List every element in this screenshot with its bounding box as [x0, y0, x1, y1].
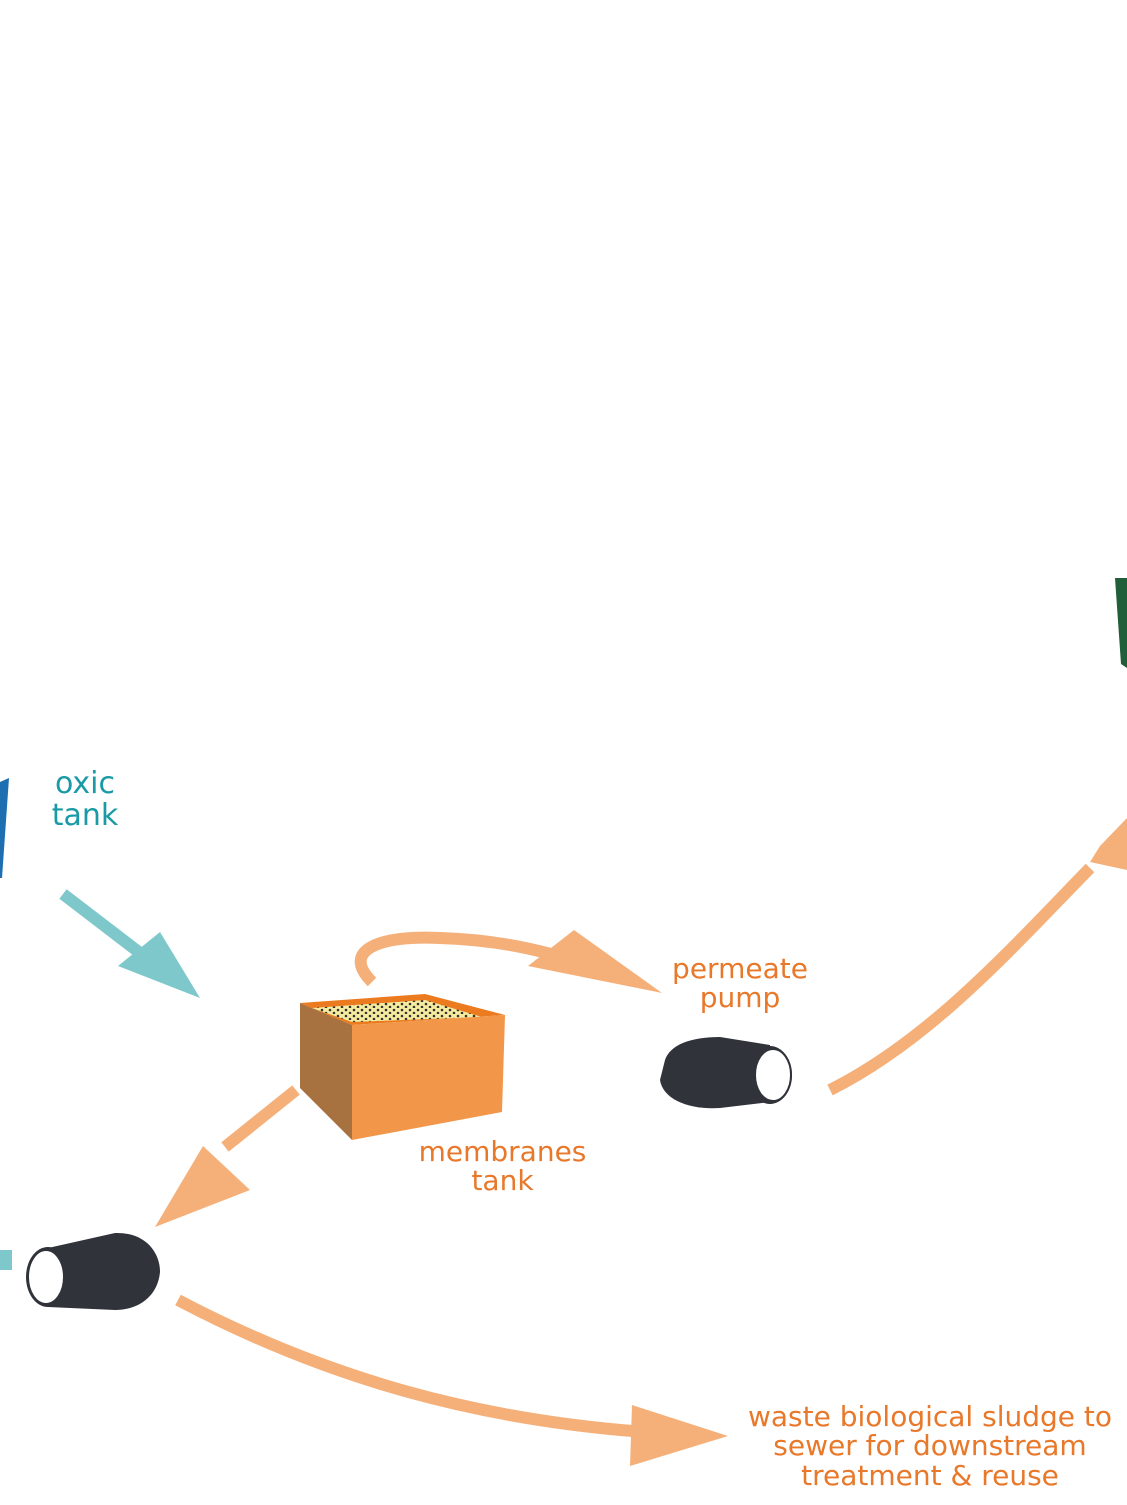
permeate-pump-icon: [660, 1037, 792, 1109]
permeate-pump-label-line-2: pump: [699, 981, 781, 1015]
membranes-tank-label-line-1: membranes: [418, 1135, 587, 1168]
green-tank-icon: [1115, 578, 1127, 668]
permeate-pump-label-line-1: permeate: [672, 952, 808, 985]
oxic-tank-label: oxic tank: [40, 768, 130, 831]
waste-sludge-arrow: [175, 1294, 728, 1466]
membranes-to-pump-arrow: [155, 1085, 300, 1227]
waste-sludge-label-line-1: waste biological sludge to: [747, 1400, 1113, 1433]
membranes-tank-icon: [300, 994, 505, 1140]
oxic-tank-icon: [0, 778, 9, 878]
membranes-tank-label: membranes tank: [400, 1137, 605, 1196]
permeate-pump-label: permeate pump: [650, 954, 830, 1013]
oxic-to-membranes-arrow: [59, 889, 200, 998]
waste-sludge-label-line-2: sewer for downstream: [773, 1429, 1087, 1463]
waste-sludge-label: waste biological sludge to sewer for dow…: [735, 1400, 1125, 1492]
oxic-tank-label-line-2: tank: [51, 797, 119, 833]
oxic-tank-label-line-1: oxic: [54, 766, 115, 801]
permeate-flow-arrow: [354, 930, 662, 993]
waste-sludge-label-line-3: treatment & reuse: [801, 1458, 1059, 1492]
membranes-tank-label-line-2: tank: [471, 1164, 534, 1198]
permeate-out-arrow: [827, 818, 1127, 1096]
recirculation-pump-icon: [26, 1232, 160, 1310]
return-line-stub: [0, 1250, 12, 1270]
